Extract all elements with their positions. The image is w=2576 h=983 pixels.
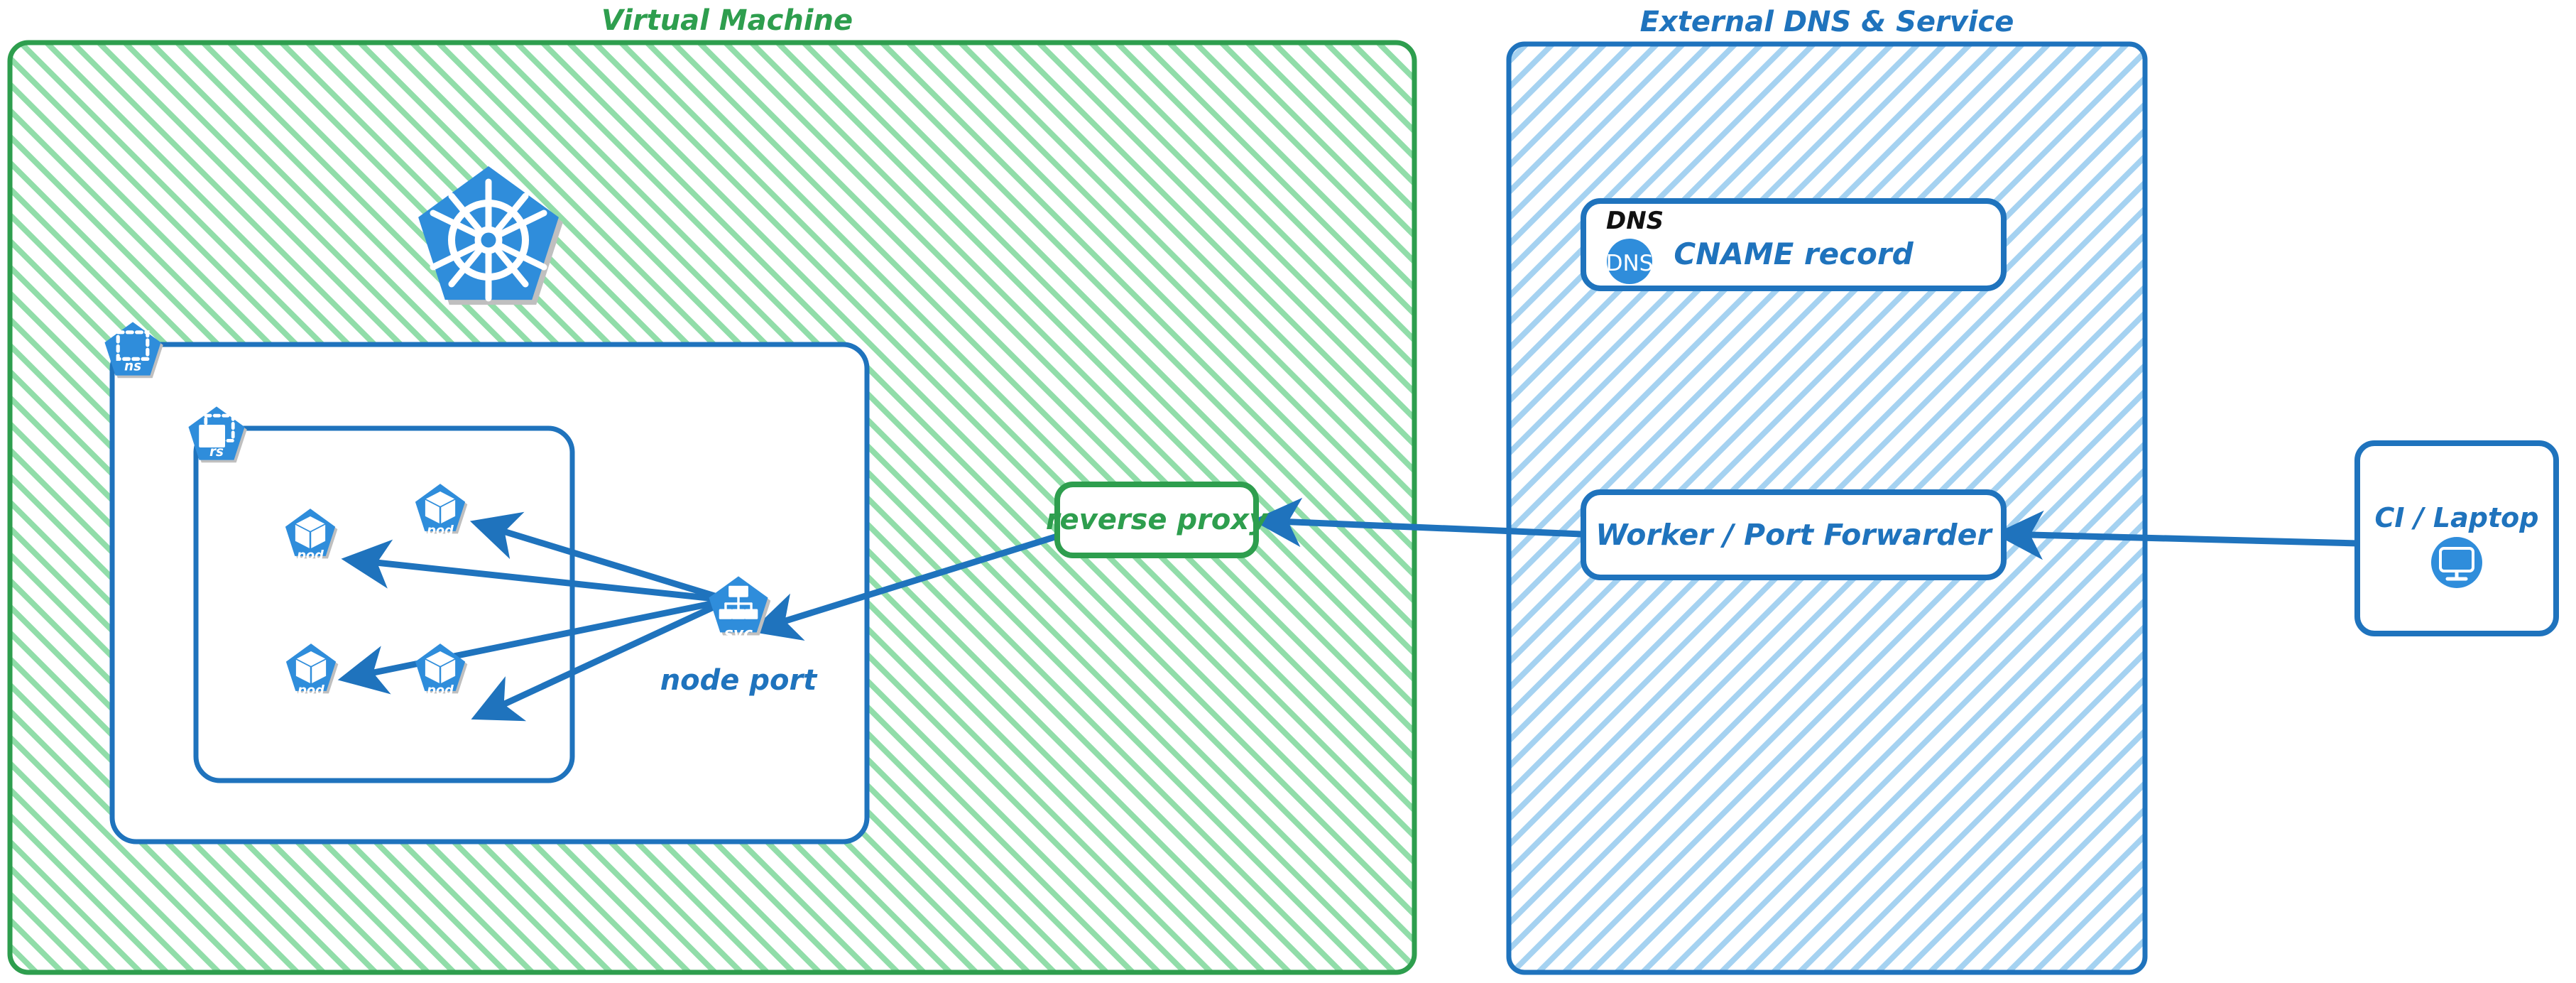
pod-icon-2: pod	[415, 484, 468, 538]
external-container-title: External DNS & Service	[1640, 6, 2014, 38]
reverse-proxy-label: reverse proxy	[1046, 504, 1269, 536]
dns-circle-icon: DNS	[1606, 239, 1654, 284]
pod-badge-label: pod	[426, 523, 454, 538]
pod-badge-label: pod	[426, 683, 454, 697]
edge-client-to-worker	[1994, 510, 2361, 560]
edge-worker-to-reverse-proxy	[1252, 497, 1586, 548]
node-port-caption: node port	[660, 664, 818, 697]
replicaset-box	[193, 425, 575, 783]
worker-card-label: Worker / Port Forwarder	[1595, 518, 1993, 552]
pod-badge-label: pod	[297, 683, 324, 697]
kubernetes-wheel-icon	[418, 166, 563, 305]
pod-icon-4: pod	[415, 643, 468, 697]
edge-group-service-pods	[337, 511, 732, 722]
edge-svc-to-pod-2	[469, 511, 732, 604]
dns-card-title: CNAME record	[1674, 237, 1914, 271]
worker-card[interactable]: Worker / Port Forwarder	[1581, 489, 2007, 580]
service-icon: svc	[709, 576, 771, 643]
namespace-badge-label: ns	[124, 359, 141, 374]
desktop-monitor-icon	[2431, 537, 2482, 588]
edge-reverse-proxy-to-service	[750, 533, 1061, 641]
edge-svc-to-pod-3	[337, 597, 732, 695]
dns-card[interactable]: DNS DNS CNAME record	[1581, 198, 2007, 291]
dns-icon-label: DNS	[1606, 251, 1654, 276]
edge-svc-to-pod-4	[471, 597, 732, 722]
dns-kind-label: DNS	[1606, 207, 1664, 235]
pod-badge-label: pod	[296, 548, 324, 563]
replicaset-icon: rs	[188, 406, 247, 463]
pod-icon-3: pod	[285, 643, 339, 697]
ci-laptop-card[interactable]: CI / Laptop	[2354, 440, 2559, 636]
service-badge-label: svc	[724, 625, 753, 643]
ci-laptop-label: CI / Laptop	[2375, 502, 2539, 533]
reverse-proxy-box[interactable]: reverse proxy	[1046, 482, 1269, 558]
edge-svc-to-pod-1	[341, 539, 732, 604]
pod-icon-1: pod	[285, 509, 338, 563]
vm-container-title: Virtual Machine	[601, 4, 853, 37]
namespace-icon: ns	[104, 322, 163, 379]
replicaset-badge-label: rs	[209, 445, 224, 460]
